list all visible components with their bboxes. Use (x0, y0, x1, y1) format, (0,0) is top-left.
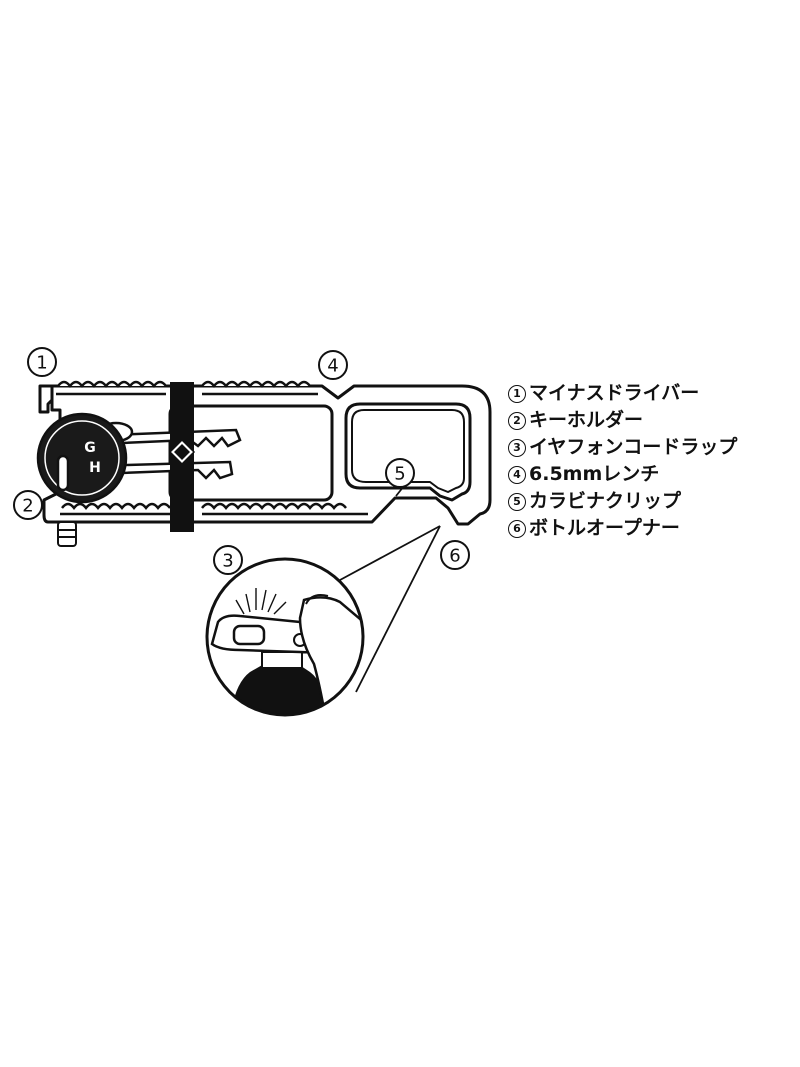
bottle-opener-inset (205, 557, 365, 717)
legend-number: 2 (508, 411, 526, 430)
callout-1-label: 1 (36, 353, 47, 374)
callout-3: 3 (213, 545, 243, 575)
callout-1: 1 (27, 347, 57, 377)
legend-number: 1 (508, 384, 526, 403)
callout-5: 5 (385, 458, 415, 488)
key-ring (36, 412, 242, 504)
legend-text: マイナスドライバー (529, 382, 700, 404)
screw-icon (57, 521, 77, 547)
tool-body (38, 384, 492, 526)
legend-number: 5 (508, 492, 526, 511)
callout-3-label: 3 (222, 551, 233, 572)
callout-6-label: 6 (449, 546, 460, 567)
callout-4: 4 (318, 350, 348, 380)
legend-text: イヤフォンコードラップ (529, 436, 738, 458)
strap-band (168, 382, 196, 532)
bottom-ridges (60, 502, 368, 516)
legend-number: 6 (508, 519, 526, 538)
callout-2-label: 2 (22, 496, 33, 517)
callout-2: 2 (13, 490, 43, 520)
legend-text: カラビナクリップ (529, 490, 682, 512)
legend-number: 4 (508, 465, 526, 484)
top-ridges (56, 380, 318, 396)
key-letter-g: G (84, 440, 96, 456)
key-letter-h: H (89, 460, 101, 476)
callout-6: 6 (440, 540, 470, 570)
callout-5-label: 5 (394, 464, 405, 485)
legend-number: 3 (508, 438, 526, 457)
legend-text: 6.5mmレンチ (529, 463, 660, 485)
callout-4-label: 4 (327, 356, 338, 377)
legend-text: キーホルダー (529, 409, 644, 431)
legend-text: ボトルオープナー (529, 517, 680, 539)
